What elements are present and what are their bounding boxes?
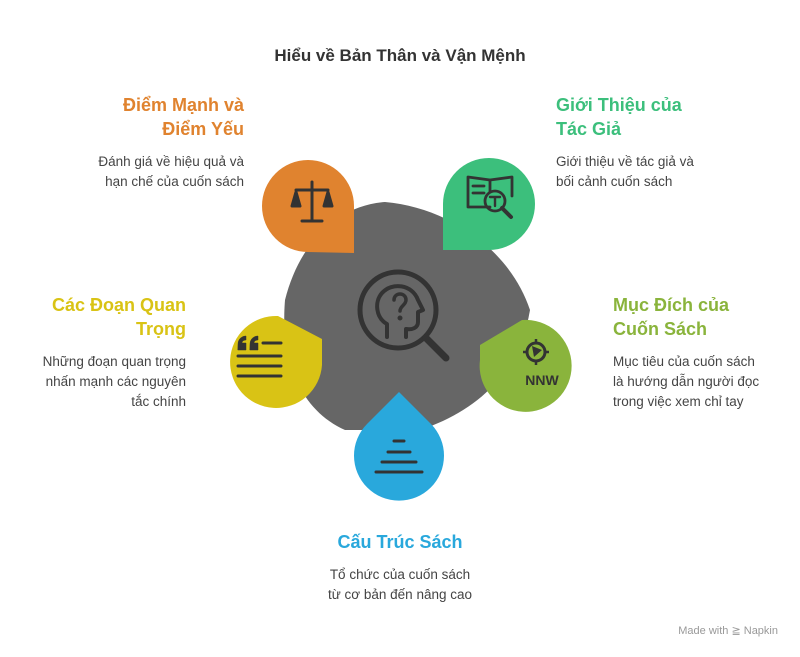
made-with-label: Made with [678, 625, 729, 637]
intro-heading: Giới Thiệu của Tác Giả [556, 95, 682, 139]
diagram-title: Hiểu về Bản Thân và Vận Mệnh [274, 46, 526, 65]
pyramid-icon [374, 439, 424, 474]
purpose-drop [479, 319, 572, 412]
purpose-heading: Mục Đích của Cuốn Sách [613, 295, 730, 339]
head-question-magnifier-icon [357, 269, 450, 362]
structure-heading: Cấu Trúc Sách [337, 532, 463, 552]
strengths-heading: Điểm Mạnh và Điểm Yếu [122, 95, 244, 139]
napkin-brand: Napkin [743, 625, 778, 637]
compass-label: NNW [525, 372, 559, 388]
quote-icon [236, 335, 283, 378]
book-magnifier-icon [466, 175, 514, 219]
scale-icon [290, 180, 334, 223]
strengths-drop [262, 160, 354, 253]
napkin-credit[interactable]: Made with ≧ Napkin [678, 624, 778, 637]
purpose-description: Mục tiêu của cuốn sách là hướng dẫn ngườ… [613, 354, 760, 409]
intro-drop [443, 158, 535, 250]
strengths-description: Đánh giá về hiệu quả và hạn chế của cuốn… [98, 154, 244, 189]
passages-heading: Các Đoạn Quan Trọng [51, 295, 186, 339]
passages-description: Những đoạn quan trọng nhấn mạnh các nguy… [42, 354, 186, 409]
center-shape [284, 202, 530, 430]
compass-icon [523, 339, 549, 365]
napkin-logo-icon: ≧ [731, 625, 741, 637]
structure-description: Tổ chức của cuốn sách từ cơ bản đến nâng… [328, 567, 472, 602]
intro-description: Giới thiệu về tác giả và bối cảnh cuốn s… [556, 154, 694, 189]
